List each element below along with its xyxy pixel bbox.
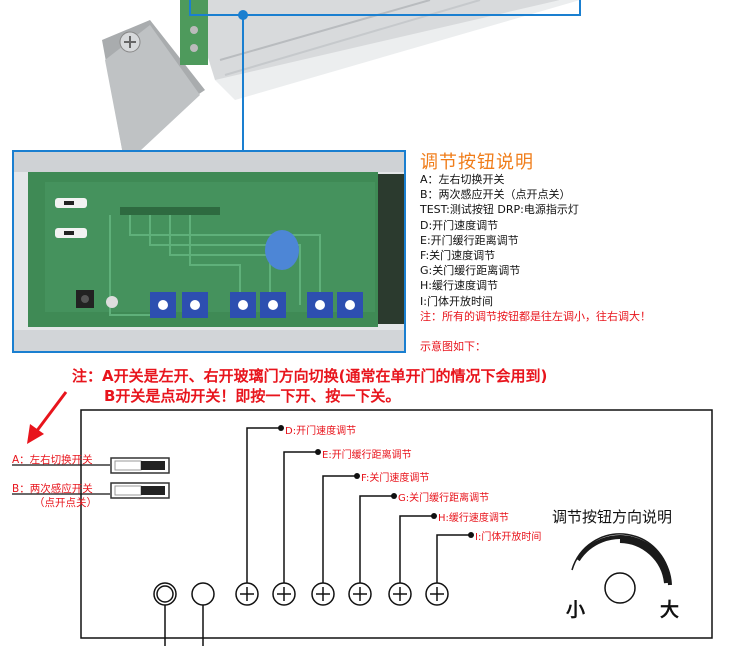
legend-item: I:门体开放时间 xyxy=(420,294,493,308)
product-photo xyxy=(12,0,581,353)
callout-frame xyxy=(189,0,581,16)
pot-d xyxy=(235,425,284,606)
knob-max-label: 大 xyxy=(660,599,680,621)
mounting-bracket xyxy=(102,20,205,165)
board-outline xyxy=(80,409,713,639)
pot-label-i: I:门体开放时间 xyxy=(475,532,542,543)
knob-icon xyxy=(604,572,636,604)
legend-list: A：左右切换开关 B：两次感应开关（点开点关） TEST:测试按钮 DRP:电源… xyxy=(420,172,651,324)
switch-note-line1: 注：A开关是左开、右开玻璃门方向切换(通常在单开门的情况下会用到) xyxy=(72,367,548,385)
pot-label-d: D:开门速度调节 xyxy=(285,426,357,437)
pot-h xyxy=(388,513,437,606)
legend-subtitle: 示意图如下： xyxy=(420,340,486,353)
pot-label-f: F:关门速度调节 xyxy=(361,473,430,484)
switch-a-label: A：左右切换开关 xyxy=(12,454,93,466)
switch-note-line2: B开关是点动开关！即按一下开、按一下关。 xyxy=(104,387,401,405)
pot-label-h: H:缓行速度调节 xyxy=(438,513,509,524)
switch-b xyxy=(110,482,170,499)
legend-item: TEST:测试按钮 DRP:电源指示灯 xyxy=(420,203,579,217)
legend-item: B：两次感应开关（点开点关） xyxy=(420,188,571,202)
test-button xyxy=(153,582,177,646)
switch-b-label: B：两次感应开关 xyxy=(12,483,93,495)
legend-item: A：左右切换开关 xyxy=(420,173,505,186)
pot-label-e: E:开门缓行距离调节 xyxy=(322,450,412,461)
switch-a xyxy=(110,457,170,474)
switch-note: 注：A开关是左开、右开玻璃门方向切换(通常在单开门的情况下会用到) B开关是点动… xyxy=(72,366,547,406)
aluminum-profile xyxy=(190,0,580,100)
legend-title: 调节按钮说明 xyxy=(420,152,534,173)
pot-label-g: G:关门缓行距离调节 xyxy=(398,493,490,504)
switch-b-sublabel: （点开点关） xyxy=(34,497,97,509)
pcb-closeup xyxy=(12,150,406,353)
legend-item: H:缓行速度调节 xyxy=(420,279,498,293)
pot-f xyxy=(311,473,360,606)
drp-led xyxy=(191,582,215,646)
knob-title: 调节按钮方向说明 xyxy=(552,508,673,526)
red-arrow-icon xyxy=(27,391,68,444)
legend-item: G:关门缓行距离调节 xyxy=(420,264,521,278)
legend-item: D:开门速度调节 xyxy=(420,218,499,232)
knob-min-label: 小 xyxy=(566,599,586,621)
pot-i xyxy=(425,532,474,606)
pot-e xyxy=(272,449,321,606)
pot-g xyxy=(348,493,397,606)
legend-item: F:关门速度调节 xyxy=(420,249,496,263)
legend-item: E:开门缓行距离调节 xyxy=(420,233,519,247)
legend-note: 注：所有的调节按钮都是往左调小，往右调大！ xyxy=(420,309,651,323)
knob-direction xyxy=(571,533,672,604)
